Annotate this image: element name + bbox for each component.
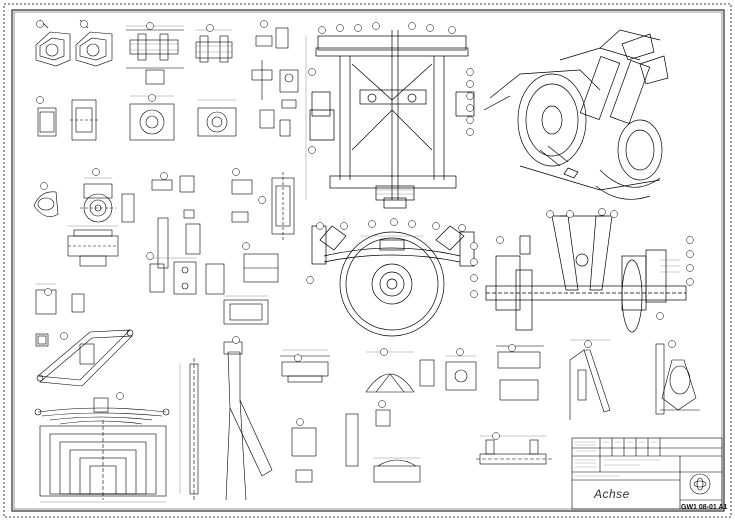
drawing-number: GW1 08-01 A1	[681, 504, 728, 511]
title-block	[571, 437, 723, 510]
small-pin-views	[251, 27, 299, 137]
callout-balloons-front	[308, 22, 474, 154]
leaf-spring-side-view	[34, 397, 170, 425]
suspension-arm-views	[569, 343, 700, 420]
axle-rear-view	[485, 215, 687, 333]
hub-detail-views	[33, 183, 135, 223]
callout-balloons-rear	[496, 208, 694, 320]
flange-views	[35, 229, 119, 347]
bracket-isometric-views	[35, 19, 113, 67]
axle-drum-side-view	[311, 225, 475, 337]
company-logo	[689, 473, 711, 495]
sheet-border	[3, 3, 732, 518]
dimension-lines	[36, 25, 610, 503]
axle-assembly-isometric	[483, 29, 669, 200]
detail-balloons	[36, 20, 676, 440]
axle-frame-front-view	[309, 30, 475, 209]
hub-cap-views	[373, 439, 552, 483]
callout-balloons-side	[306, 218, 478, 298]
bracket-plate-views	[280, 345, 544, 467]
a-frame-bracket-views	[189, 341, 317, 501]
housing-block-views	[37, 99, 237, 141]
beam-section-views	[126, 29, 233, 85]
leaf-spring-isometric	[36, 329, 134, 387]
clamp-part-views	[151, 172, 295, 269]
drawing-title: Achse	[594, 487, 630, 501]
spring-shackle-views	[149, 253, 279, 325]
leaf-spring-stack-view	[39, 420, 167, 500]
